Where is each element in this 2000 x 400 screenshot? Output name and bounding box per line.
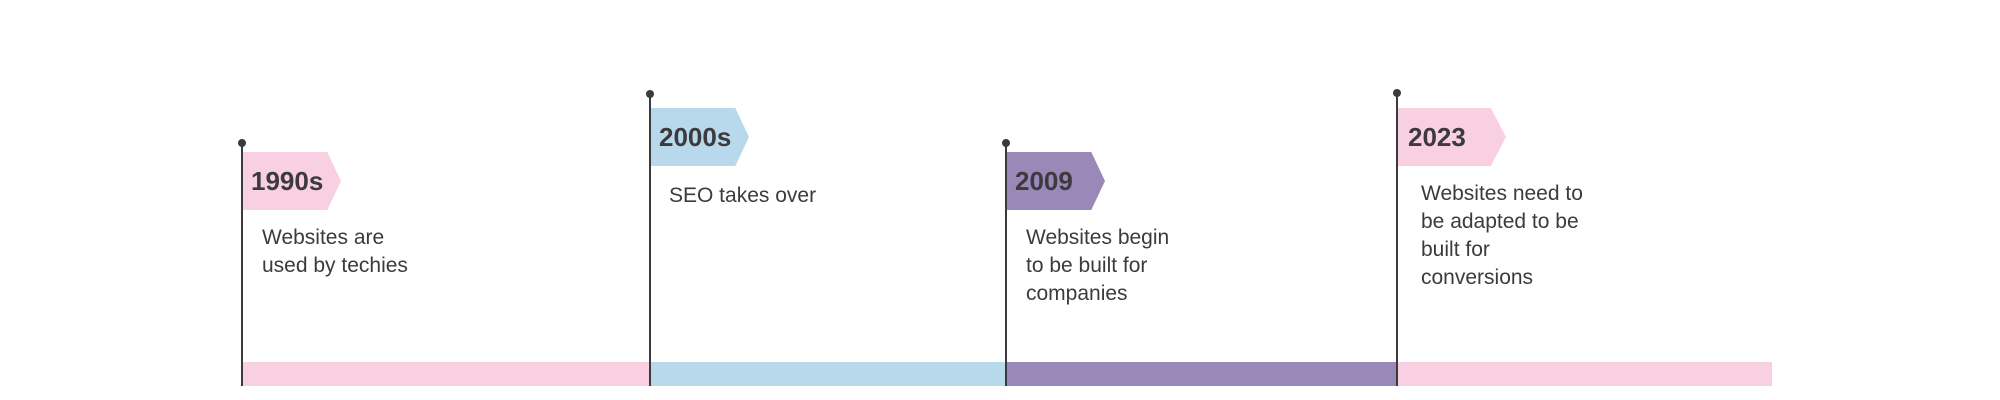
milestone-description: Websites are used by techies [262, 226, 408, 277]
flag-pole [1005, 143, 1007, 386]
milestone-flag: 1990s [243, 152, 341, 210]
milestone-label: 2009 [1015, 165, 1073, 196]
milestone-flag: 2000s [651, 108, 749, 166]
milestone-label: 2000s [659, 121, 732, 152]
milestone-description: Websites need to be adapted to be built … [1421, 182, 1583, 289]
flag-pole [1396, 93, 1398, 386]
milestone-flag: 2009 [1007, 152, 1105, 210]
milestone-label: 1990s [251, 165, 324, 196]
flag-pole [241, 143, 243, 386]
timeline-bar-segment-2023 [1398, 362, 1772, 386]
timeline-bar-segment-2009 [1006, 362, 1398, 386]
milestone-flag: 2023 [1398, 108, 1506, 166]
timeline-bar-segment-2000s [650, 362, 1006, 386]
milestone-description: SEO takes over [669, 184, 817, 207]
timeline-bar-segment-1990s [242, 362, 650, 386]
flag-pole [649, 94, 651, 386]
milestone-description: Websites begin to be built for companies [1026, 226, 1170, 305]
milestone-label: 2023 [1408, 121, 1466, 152]
